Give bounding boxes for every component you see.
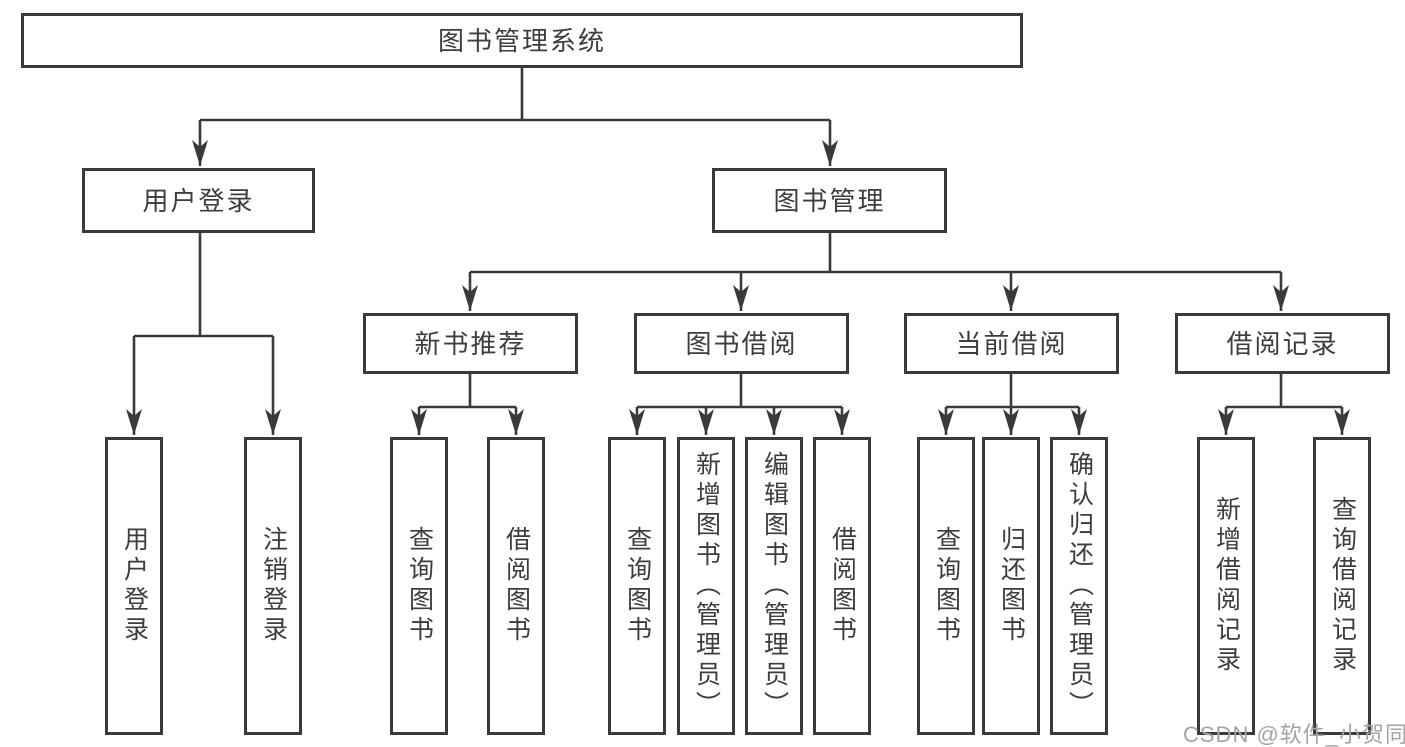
leaf-logout: 注销登录 bbox=[244, 437, 302, 735]
leaf-add-borrow-record: 新增借阅记录 bbox=[1197, 437, 1255, 735]
node-user-login: 用户登录 bbox=[82, 168, 315, 233]
leaf-return-books: 归还图书 bbox=[982, 437, 1040, 735]
csdn-watermark: CSDN @软件_小贺同学 bbox=[1183, 722, 1405, 747]
leaf-edit-books-admin: 编辑图书（管理员） bbox=[745, 437, 803, 735]
leaf-confirm-return-admin: 确认归还（管理员） bbox=[1050, 437, 1108, 735]
leaf-borrow-books-recommend: 借阅图书 bbox=[487, 437, 545, 735]
leaf-query-books-recommend: 查询图书 bbox=[390, 437, 448, 735]
node-new-book-recommend: 新书推荐 bbox=[363, 313, 578, 374]
leaf-borrow-books-borrowing: 借阅图书 bbox=[813, 437, 871, 735]
leaf-query-borrow-record: 查询借阅记录 bbox=[1313, 437, 1371, 735]
leaf-query-books-borrowing: 查询图书 bbox=[608, 437, 666, 735]
node-book-borrowing: 图书借阅 bbox=[634, 313, 849, 374]
leaf-add-books-admin: 新增图书（管理员） bbox=[677, 437, 735, 735]
node-borrowing-records: 借阅记录 bbox=[1175, 313, 1390, 374]
node-system-root: 图书管理系统 bbox=[21, 13, 1023, 68]
node-book-management: 图书管理 bbox=[712, 168, 947, 233]
node-current-borrowing: 当前借阅 bbox=[904, 313, 1119, 374]
leaf-query-books-current: 查询图书 bbox=[917, 437, 975, 735]
leaf-user-login: 用户登录 bbox=[105, 437, 163, 735]
